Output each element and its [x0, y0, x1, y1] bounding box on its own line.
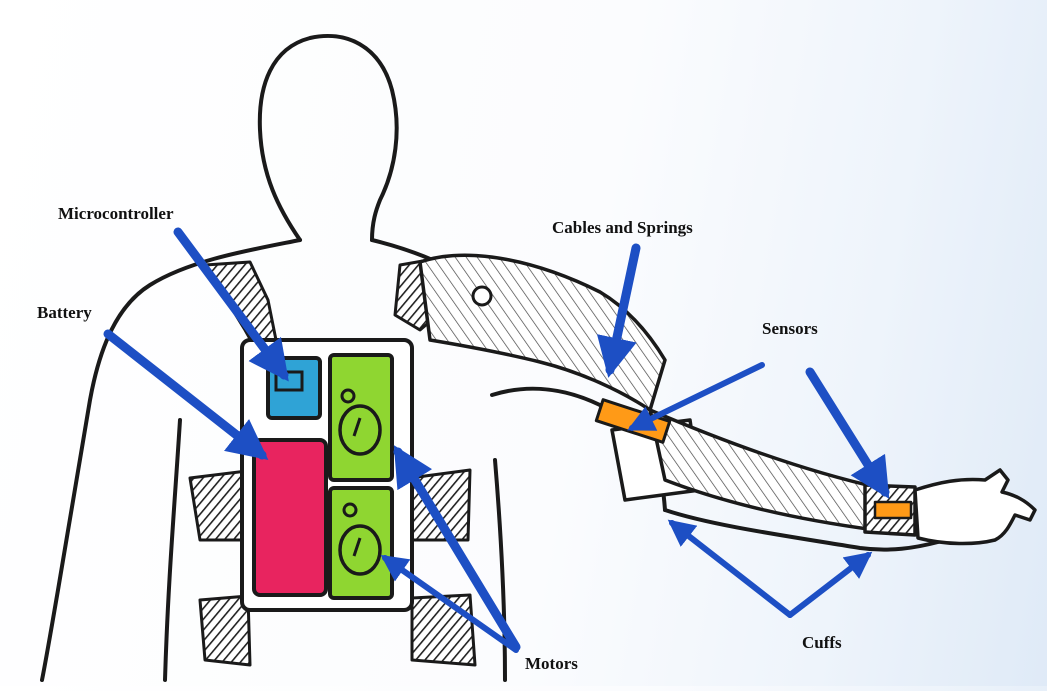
label-battery: Battery [37, 304, 92, 321]
arrow-cuff-upper [672, 523, 790, 615]
inner-arm-left [165, 420, 180, 680]
torso-right [495, 460, 505, 680]
shoulder-joint [473, 287, 491, 305]
label-sensors: Sensors [762, 320, 818, 337]
motor-lower [330, 488, 392, 598]
right-hip-strap [412, 595, 475, 665]
label-motors: Motors [525, 655, 578, 672]
label-cuffs: Cuffs [802, 634, 842, 651]
label-cables-springs: Cables and Springs [552, 219, 693, 236]
battery-box [254, 440, 326, 595]
sensor-wrist [875, 502, 911, 518]
head-outline [260, 36, 397, 240]
label-microcontroller: Microcontroller [58, 205, 174, 222]
motor-upper [330, 355, 392, 480]
arrow-cuff-wrist [790, 555, 868, 615]
body-outline [42, 36, 938, 680]
arrow-battery [108, 334, 262, 455]
hand-outline [915, 470, 1035, 544]
arm-exoskeleton [420, 255, 1035, 543]
